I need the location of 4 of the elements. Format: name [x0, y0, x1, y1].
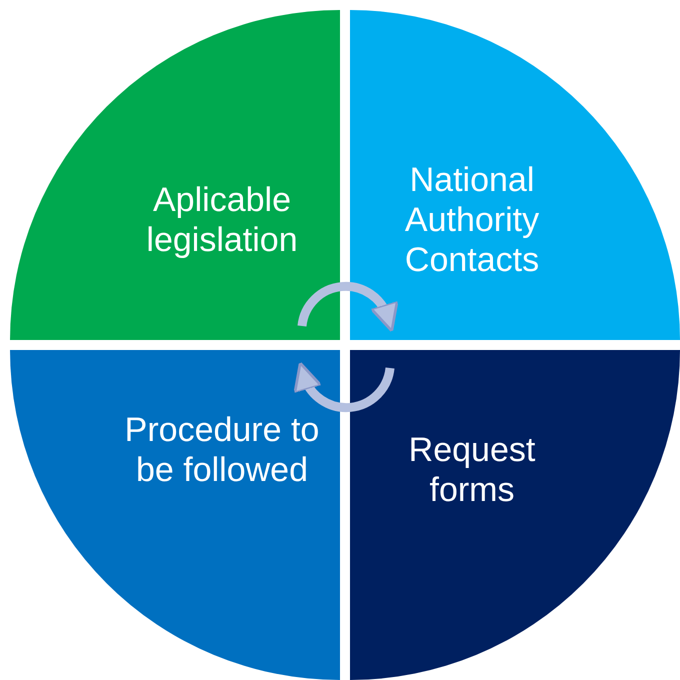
segment-label: Request forms [408, 430, 536, 510]
segment-label: Aplicable legislation [145, 180, 299, 260]
segment-label: National Authority Contacts [404, 160, 540, 280]
segment-label: Procedure to be followed [124, 410, 320, 490]
